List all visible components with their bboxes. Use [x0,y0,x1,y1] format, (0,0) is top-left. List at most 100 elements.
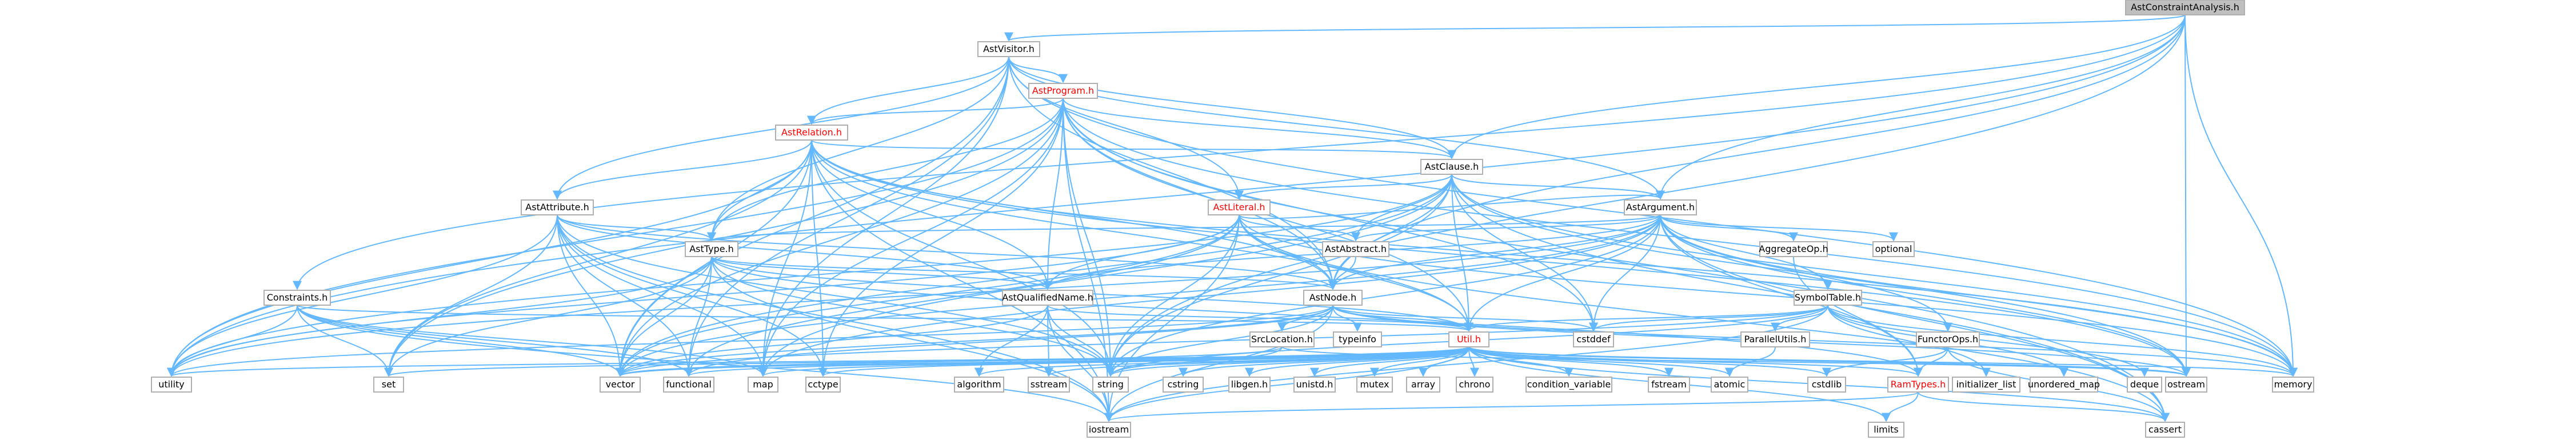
node-utility[interactable]: utility [151,377,192,393]
node-label: chrono [1459,379,1491,390]
edge-astattribute-to-map [557,214,768,377]
edge-astnode-to-utility [167,305,1333,377]
node-symboltable[interactable]: SymbolTable.h [1794,290,1862,306]
edge-astargument-to-memory [1660,214,2298,377]
node-sstream[interactable]: sstream [1028,377,1070,393]
node-astvisitor[interactable]: AstVisitor.h [977,41,1040,57]
node-initializer-list[interactable]: initializer_list [1952,377,2020,393]
node-libgen[interactable]: libgen.h [1228,377,1271,393]
node-util[interactable]: Util.h [1448,331,1489,347]
edge-astrelation-to-utility [167,139,812,377]
edge-astliteral-to-astabstract [1239,214,1360,242]
edge-util-to-atomic [1468,346,1734,377]
node-vector[interactable]: vector [600,377,641,393]
node-atomic[interactable]: atomic [1711,377,1748,393]
edge-util-to-map [758,346,1469,377]
node-box [805,377,841,393]
node-label: memory [2274,379,2313,390]
node-array[interactable]: array [1406,377,1440,393]
node-astnode[interactable]: AstNode.h [1303,290,1363,306]
node-label: typeinfo [1339,334,1376,345]
node-label: iostream [1089,424,1129,435]
edge-astliteral-to-functional [684,214,1240,377]
edge-astliteral-to-string [1106,214,1240,377]
node-box [2125,0,2245,15]
node-astattribute[interactable]: AstAttribute.h [521,199,594,215]
edge-astargument-to-util [1464,214,1661,332]
edge-root-to-constraints [293,14,2186,290]
edge-astprogram-to-utility [167,98,1064,377]
node-label: ostream [2167,379,2205,390]
node-typeinfo[interactable]: typeinfo [1333,331,1382,347]
node-cassert[interactable]: cassert [2145,422,2185,438]
edge-asttype-to-astnode [711,256,1337,290]
node-mutex[interactable]: mutex [1356,377,1393,393]
edge-constraints-to-set [297,305,393,377]
edge-astvisitor-to-asttype [707,56,1009,242]
node-box [600,377,641,393]
edge-astargument-to-vector [616,214,1661,377]
node-label: unordered_map [2028,379,2100,390]
node-label: cstring [1168,379,1199,390]
edge-astargument-to-astnode [1328,214,1661,290]
node-astabstract[interactable]: AstAbstract.h [1322,241,1389,257]
node-box [1322,241,1389,257]
node-box [1406,377,1440,393]
node-functorops[interactable]: FunctorOps.h [1916,331,1980,347]
edge-astrelation-to-asttype [707,139,812,242]
node-optional[interactable]: optional [1872,241,1915,257]
edge-astabstract-to-astnode [1328,256,1356,290]
node-cctype[interactable]: cctype [805,377,841,393]
node-string[interactable]: string [1092,377,1129,393]
node-box [1759,241,1828,257]
node-astliteral[interactable]: AstLiteral.h [1208,199,1271,215]
node-astargument[interactable]: AstArgument.h [1624,199,1697,215]
node-box [1887,377,1949,393]
node-box [663,377,714,393]
node-parallelutils[interactable]: ParallelUtils.h [1740,331,1810,347]
node-astprogram[interactable]: AstProgram.h [1028,83,1098,99]
edge-util-to-chrono [1468,346,1479,377]
node-label: RamTypes.h [1891,379,1946,390]
node-constraints[interactable]: Constraints.h [263,290,331,306]
edge-astnode-to-srclocation [1277,305,1333,332]
node-condition-variable[interactable]: condition_variable [1525,377,1612,393]
node-box [1303,290,1363,306]
edge-astvisitor-to-astnode [1008,56,1337,290]
node-memory[interactable]: memory [2272,377,2314,393]
node-cstdlib[interactable]: cstdlib [1807,377,1846,393]
edge-astrelation-to-astattribute [553,139,812,200]
node-algorithm[interactable]: algorithm [954,377,1004,393]
node-ostream[interactable]: ostream [2165,377,2207,393]
node-cstddef[interactable]: cstddef [1573,331,1614,347]
edge-astattribute-to-astnode [557,214,1337,290]
node-unistd[interactable]: unistd.h [1293,377,1336,393]
node-map[interactable]: map [748,377,778,393]
edge-root-to-astargument [1656,14,2186,200]
node-ramtypes[interactable]: RamTypes.h [1887,377,1949,393]
node-chrono[interactable]: chrono [1456,377,1493,393]
node-functional[interactable]: functional [663,377,714,393]
node-cstring[interactable]: cstring [1163,377,1204,393]
node-astclause[interactable]: AstClause.h [1420,159,1483,175]
node-srclocation[interactable]: SrcLocation.h [1249,331,1315,347]
node-aggregateop[interactable]: AggregateOp.h [1759,241,1828,257]
node-iostream[interactable]: iostream [1087,422,1131,438]
node-astqualified[interactable]: AstQualifiedName.h [1002,290,1093,306]
edge-symboltable-to-cstddef [1589,305,1828,332]
node-box [263,290,331,306]
node-box [1916,331,1980,347]
edge-functorops-to-ramtypes [1914,346,1948,377]
node-fstream[interactable]: fstream [1648,377,1690,393]
node-unordered-map[interactable]: unordered_map [2028,377,2100,393]
node-asttype[interactable]: AstType.h [685,241,738,257]
node-label: deque [2130,379,2159,390]
node-root[interactable]: AstConstraintAnalysis.h [2125,0,2245,15]
node-box [1333,331,1382,347]
node-astrelation[interactable]: AstRelation.h [775,125,848,141]
node-set[interactable]: set [373,377,404,393]
node-limits[interactable]: limits [1868,422,1904,438]
edge-astargument-to-aggregateop [1660,214,1798,242]
node-deque[interactable]: deque [2127,377,2162,393]
edge-astattribute-to-set [384,214,558,377]
